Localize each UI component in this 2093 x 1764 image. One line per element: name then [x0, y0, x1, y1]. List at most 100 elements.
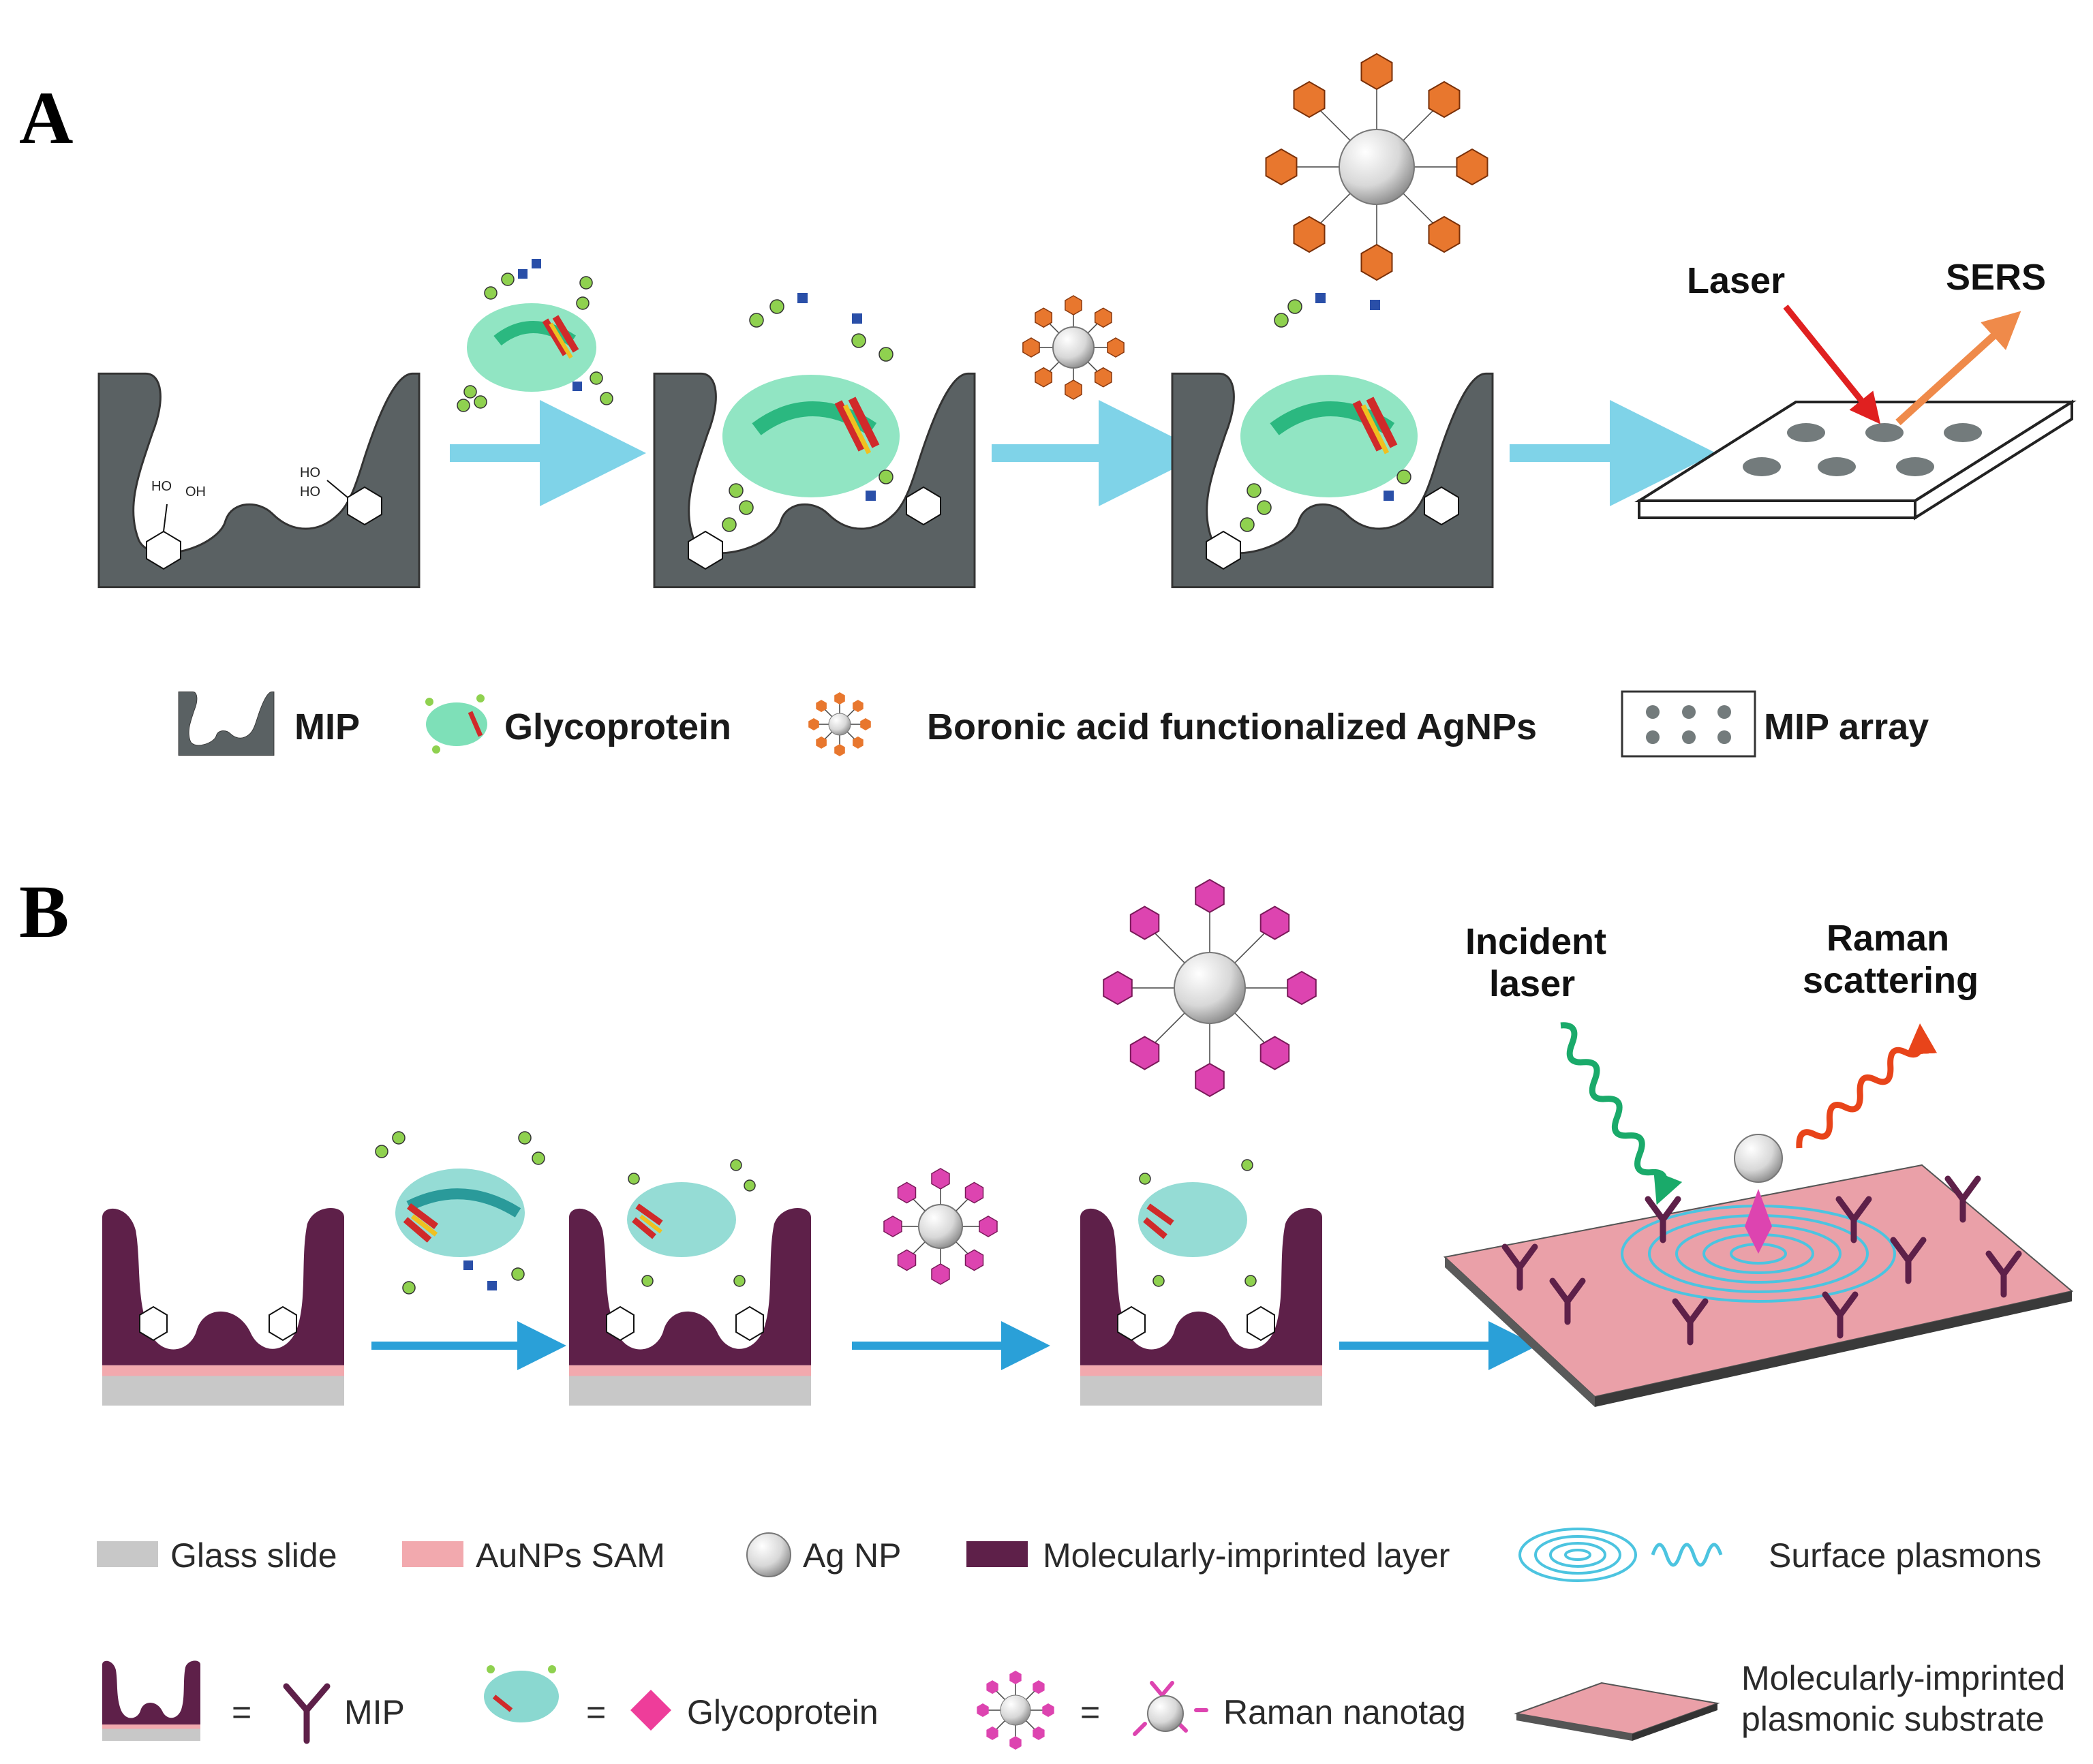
- legend-b-row1: Glass slide AuNPs SAM Ag NP Molecularly-…: [97, 1528, 2041, 1582]
- mip-y-icon: [283, 1683, 331, 1744]
- chem-ho: HO: [151, 479, 172, 494]
- mip-receptor-icon: [1672, 1298, 1709, 1346]
- legend-a-mip: MIP: [294, 707, 360, 747]
- phenyl-ring: [1259, 906, 1290, 940]
- phenyl-ring: [1094, 307, 1112, 328]
- legend-b-substrate-icon: [1514, 1682, 1720, 1741]
- phenyl-ring: [1033, 1726, 1045, 1740]
- phenyl-ring: [1360, 243, 1393, 281]
- equals-sign: =: [586, 1693, 606, 1731]
- legend-b-agnp: Ag NP: [803, 1536, 902, 1575]
- phenyl-ring: [808, 718, 819, 730]
- mip-receptor-icon: [1645, 1196, 1681, 1243]
- equals-sign: =: [232, 1693, 251, 1731]
- phenyl-ring: [1022, 337, 1040, 358]
- phenyl-ring: [883, 1216, 902, 1237]
- phenyl-ring: [853, 700, 864, 713]
- glass-swatch: [97, 1541, 158, 1567]
- phenyl-ring: [1107, 337, 1125, 358]
- incident-laser-label-2: laser: [1489, 963, 1575, 1004]
- phenyl-ring: [986, 1680, 998, 1695]
- phenyl-ring: [931, 1168, 950, 1190]
- boronic-group-left: [146, 504, 181, 570]
- glycoprotein-icon-a: [457, 259, 613, 412]
- mip-receptor-icon: [1501, 1243, 1538, 1291]
- phenyl-ring: [816, 736, 827, 749]
- phenyl-ring: [977, 1703, 989, 1717]
- legend-b-layer: Molecularly-imprinted layer: [1043, 1536, 1450, 1575]
- agnp-boronic-small-b: [883, 1168, 998, 1285]
- phenyl-ring: [1293, 215, 1326, 253]
- phenyl-ring: [1103, 970, 1133, 1006]
- phenyl-ring: [979, 1216, 998, 1237]
- phenyl-ring: [1009, 1671, 1022, 1684]
- phenyl-ring: [1265, 148, 1298, 186]
- layer-swatch: [966, 1541, 1028, 1567]
- legend-b-substrate-2: plasmonic substrate: [1741, 1700, 2045, 1738]
- panel-a-label: A: [19, 76, 73, 159]
- agnp-boronic-large-b: [1103, 878, 1317, 1098]
- legend-b-glycoprotein: Glycoprotein: [687, 1693, 879, 1731]
- phenyl-ring: [1009, 1736, 1022, 1750]
- phenyl-ring: [1042, 1703, 1054, 1717]
- laser-label: Laser: [1687, 260, 1785, 301]
- legend-a-agnps: Boronic acid functionalized AgNPs: [927, 707, 1537, 747]
- phenyl-ring: [853, 736, 864, 749]
- laser-arrow: [1783, 305, 1881, 424]
- legend-b-glass: Glass slide: [170, 1536, 337, 1575]
- phenyl-ring: [1065, 295, 1082, 315]
- phenyl-ring: [897, 1249, 917, 1271]
- glycoprotein-icon-b: [375, 1131, 545, 1295]
- panel-a-mip-bound: [653, 293, 976, 589]
- legend-b-nanotag: Raman nanotag: [1223, 1693, 1466, 1731]
- legend-a-agnp-icon: [808, 692, 871, 756]
- panel-a-mip-sandwich: [1171, 293, 1494, 589]
- agnp-boronic-large-a: [1265, 52, 1488, 281]
- mip-receptor-icon: [1549, 1278, 1586, 1325]
- equals-sign: =: [1080, 1693, 1100, 1731]
- sers-arrow: [1895, 311, 2021, 426]
- mip-receptor-icon: [1890, 1237, 1927, 1284]
- phenyl-ring: [1428, 215, 1461, 253]
- plasmon-wave-icon: [1651, 1543, 1723, 1567]
- plasmonic-substrate: [1443, 1134, 2074, 1407]
- mip-receptor-icon: [1822, 1291, 1859, 1339]
- panel-b-mip-bound: [569, 1159, 811, 1406]
- phenyl-ring: [1094, 367, 1112, 388]
- mip-receptor-icon: [1944, 1175, 1981, 1223]
- panel-b-mip-sandwich: [1080, 1159, 1322, 1406]
- glycoprotein-diamond-icon: [630, 1690, 671, 1731]
- phenyl-ring: [1195, 1062, 1225, 1098]
- phenyl-ring: [860, 718, 871, 730]
- agnp-boronic-small-a: [1022, 295, 1125, 400]
- phenyl-ring: [1259, 1036, 1290, 1070]
- phenyl-ring: [1293, 80, 1326, 119]
- chem-oh: OH: [185, 484, 206, 499]
- phenyl-ring: [964, 1181, 984, 1204]
- raman-label-1: Raman: [1827, 918, 1949, 959]
- plasmon-rings-icon: [1518, 1528, 1637, 1582]
- raman-nanotag-icon: [1133, 1681, 1208, 1736]
- phenyl-ring: [1035, 307, 1053, 328]
- legend-b-mip: MIP: [344, 1693, 405, 1731]
- phenyl-ring: [964, 1249, 984, 1271]
- panel-b-mip-empty: [102, 1208, 344, 1406]
- phenyl-ring: [931, 1263, 950, 1285]
- sam-swatch: [402, 1541, 463, 1567]
- legend-b-row2: = MIP = Glycoprotein = Raman nanotag: [102, 1659, 2065, 1750]
- mip-array-plate: [1634, 399, 2077, 521]
- phenyl-ring: [1033, 1680, 1045, 1695]
- phenyl-ring: [1035, 367, 1053, 388]
- phenyl-ring: [1428, 80, 1461, 119]
- legend-b-glycoprotein-icon: [484, 1665, 559, 1722]
- phenyl-ring: [897, 1181, 917, 1204]
- legend-a-glycoprotein-icon: [425, 694, 487, 754]
- phenyl-ring: [1195, 878, 1225, 914]
- panel-b-label: B: [19, 870, 69, 953]
- legend-b-substrate-1: Molecularly-imprinted: [1741, 1659, 2065, 1697]
- legend-a: MIP Glycoprotein Boronic acid functional…: [178, 690, 1929, 758]
- phenyl-ring: [1065, 380, 1082, 400]
- legend-a-array: MIP array: [1764, 707, 1929, 747]
- incident-laser-wave: [1560, 1022, 1683, 1205]
- mip-receptor-icon: [1985, 1250, 2022, 1298]
